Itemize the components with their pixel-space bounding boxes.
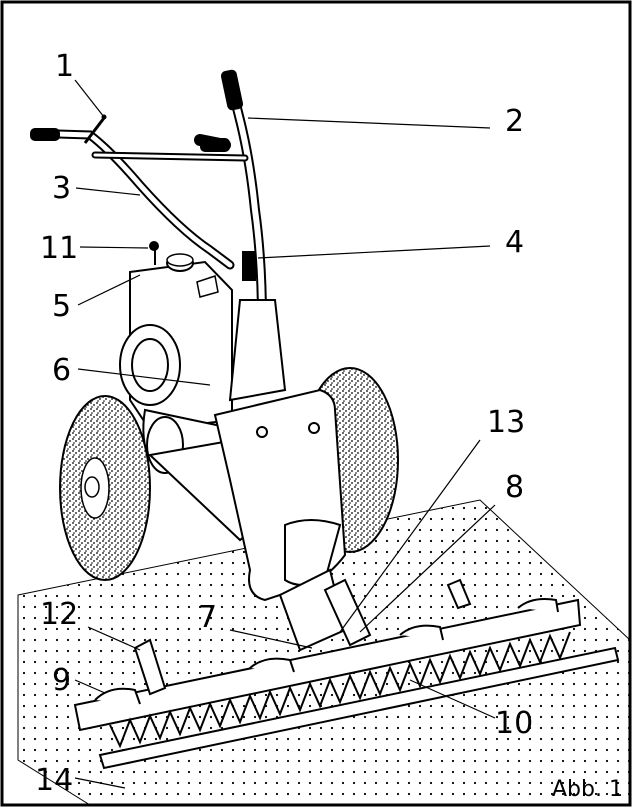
adjustment-handles [133,578,472,696]
leader-lines [74,79,496,789]
callout-10: 10 [495,706,533,741]
fuel-tank-cap [166,253,219,298]
cutter-mount [278,568,372,652]
callout-2: 2 [505,104,524,139]
callout-3: 3 [52,171,71,206]
left-wheel [59,395,151,581]
callout-5: 5 [52,289,71,324]
callouts: 1 2 3 4 5 6 7 8 9 10 11 12 13 14 [35,49,533,798]
handle-grips [30,69,244,152]
callout-1: 1 [55,49,74,84]
callout-7: 7 [198,600,217,635]
engine-housing [119,260,267,542]
figure-caption: Abb. 1 [552,777,623,802]
gear-housing [213,388,347,602]
callout-12: 12 [40,597,78,632]
callout-13: 13 [487,405,525,440]
callout-9: 9 [52,663,71,698]
guide-rail [98,646,620,770]
callout-11: 11 [40,231,78,266]
callout-6: 6 [52,353,71,388]
callout-4: 4 [505,225,524,260]
callout-14: 14 [35,763,73,798]
steering-column [228,251,287,402]
cutter-bar [73,598,582,749]
callout-8: 8 [505,470,524,505]
choke-knob [149,241,159,265]
